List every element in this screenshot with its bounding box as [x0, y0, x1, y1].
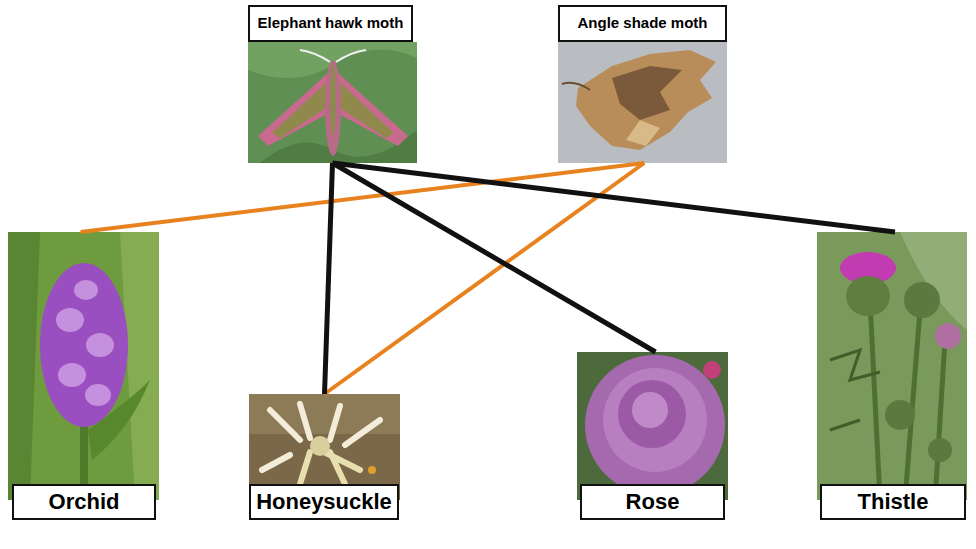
orchid-floret: [85, 384, 111, 406]
thistle-bud: [928, 438, 952, 462]
grass-texture: [8, 232, 40, 500]
moth-body: [325, 60, 341, 156]
moth-antenna: [562, 83, 590, 90]
orchid-floret: [56, 308, 84, 332]
moth-wing-mark: [626, 120, 660, 146]
species-label: Orchid: [12, 484, 156, 520]
moth-wing-mark: [612, 66, 682, 120]
moth-wing-band: [337, 82, 394, 138]
thistle-head: [846, 276, 890, 316]
honeysuckle-bud: [368, 466, 376, 474]
thistle-background: [817, 232, 967, 500]
orchid-spike: [40, 263, 128, 427]
species-node: Orchid: [8, 232, 159, 520]
species-label: Honeysuckle: [249, 484, 399, 520]
feeding-link: [325, 163, 645, 394]
species-node: Angle shade moth: [558, 5, 727, 163]
species-label: Thistle: [820, 484, 966, 520]
species-node: Elephant hawk moth: [248, 5, 417, 163]
moth-wing-band: [272, 82, 329, 138]
moth-antenna: [300, 50, 366, 62]
grass-background: [8, 232, 159, 500]
rose-bud: [703, 361, 721, 379]
moth-wing: [258, 72, 331, 146]
feeding-link: [333, 163, 896, 232]
rose-background: [577, 352, 728, 500]
rose-bloom: [585, 355, 725, 495]
orchid-floret: [58, 363, 86, 387]
feeding-link: [80, 163, 644, 232]
honeysuckle-centre: [310, 436, 330, 456]
rose-petals: [603, 368, 707, 472]
foliage-texture: [900, 232, 967, 330]
species-node: Honeysuckle: [249, 394, 400, 520]
thistle-stem: [870, 300, 945, 500]
species-label: Angle shade moth: [558, 5, 727, 42]
rose-petals: [618, 380, 686, 448]
wall-background: [558, 42, 727, 163]
feeding-link: [333, 163, 656, 352]
thistle-leaf: [830, 350, 880, 430]
honeysuckle-petal: [262, 404, 380, 470]
feeding-link: [325, 163, 333, 394]
species-label: Elephant hawk moth: [248, 5, 413, 42]
honeysuckle-petal: [300, 450, 360, 484]
orchid-floret: [74, 280, 98, 300]
moth-wing: [576, 50, 716, 150]
moth-wing: [335, 72, 408, 146]
thistle-bud: [885, 400, 915, 430]
rose-centre: [632, 392, 668, 428]
thistle-bud: [935, 323, 961, 349]
species-node: Thistle: [817, 232, 967, 520]
thistle-bud: [904, 282, 940, 318]
species-node: Rose: [577, 352, 728, 520]
species-label: Rose: [580, 484, 725, 520]
orchid-floret: [86, 333, 114, 357]
leaf-background: [248, 42, 417, 163]
moth-body-stripe: [330, 64, 336, 136]
